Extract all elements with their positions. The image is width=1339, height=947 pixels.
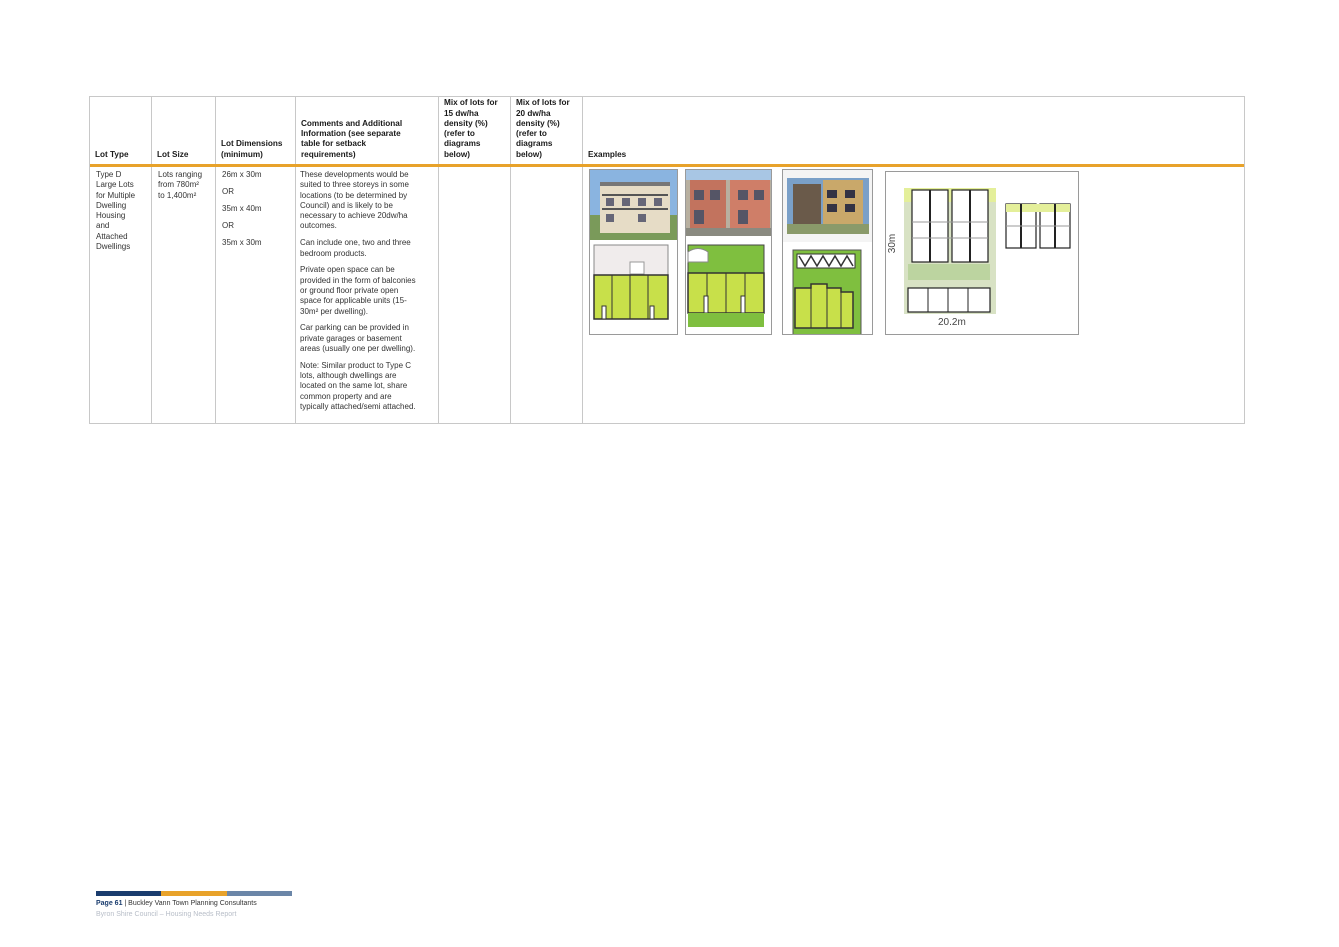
header-lot-size: Lot Size bbox=[157, 149, 189, 159]
header-lot-type: Lot Type bbox=[95, 149, 129, 159]
column-divider bbox=[151, 97, 152, 423]
header-comments: Comments and Additional Information (see… bbox=[301, 118, 403, 159]
cell-lot-type: Type D Large Lots for Multiple Dwelling … bbox=[96, 170, 136, 252]
example-building-1 bbox=[589, 169, 678, 335]
header-mix-20: Mix of lots for 20 dw/ha density (%) (re… bbox=[516, 98, 570, 159]
lot-type-table: Lot Type Lot Size Lot Dimensions (minimu… bbox=[89, 96, 1245, 424]
column-divider bbox=[510, 97, 511, 423]
example-building-2 bbox=[685, 169, 772, 335]
header-mix-15: Mix of lots for 15 dw/ha density (%) (re… bbox=[444, 98, 498, 159]
cell-lot-size: Lots ranging from 780m² to 1,400m² bbox=[158, 170, 203, 200]
footer-bar-orange bbox=[161, 891, 227, 896]
header-rule bbox=[90, 164, 1244, 167]
example-site-plan: 30m 20.2m bbox=[885, 171, 1079, 335]
dimension-label-depth: 30m bbox=[887, 233, 899, 254]
header-lot-dimensions: Lot Dimensions (minimum) bbox=[221, 139, 283, 159]
column-divider bbox=[582, 97, 583, 423]
dimension-label-width: 20.2m bbox=[938, 317, 966, 328]
header-examples: Examples bbox=[588, 149, 627, 159]
example-illustration bbox=[686, 170, 771, 334]
example-illustration bbox=[783, 170, 872, 334]
column-divider bbox=[215, 97, 216, 423]
footer-bar-navy bbox=[96, 891, 161, 896]
footer-page-line: Page 61 | Buckley Vann Town Planning Con… bbox=[96, 900, 257, 907]
site-plan-drawing bbox=[904, 188, 1076, 314]
cell-lot-dimensions: 26m x 30m OR 35m x 40m OR 35m x 30m bbox=[222, 170, 262, 247]
page-number: Page 61 bbox=[96, 900, 123, 907]
footer-firm: | Buckley Vann Town Planning Consultants bbox=[122, 900, 257, 907]
example-building-3 bbox=[782, 169, 873, 335]
footer-report-title: Byron Shire Council – Housing Needs Repo… bbox=[96, 911, 237, 918]
example-illustration bbox=[590, 170, 677, 334]
column-divider bbox=[438, 97, 439, 423]
footer-bar-slate bbox=[227, 891, 292, 896]
column-divider bbox=[295, 97, 296, 423]
